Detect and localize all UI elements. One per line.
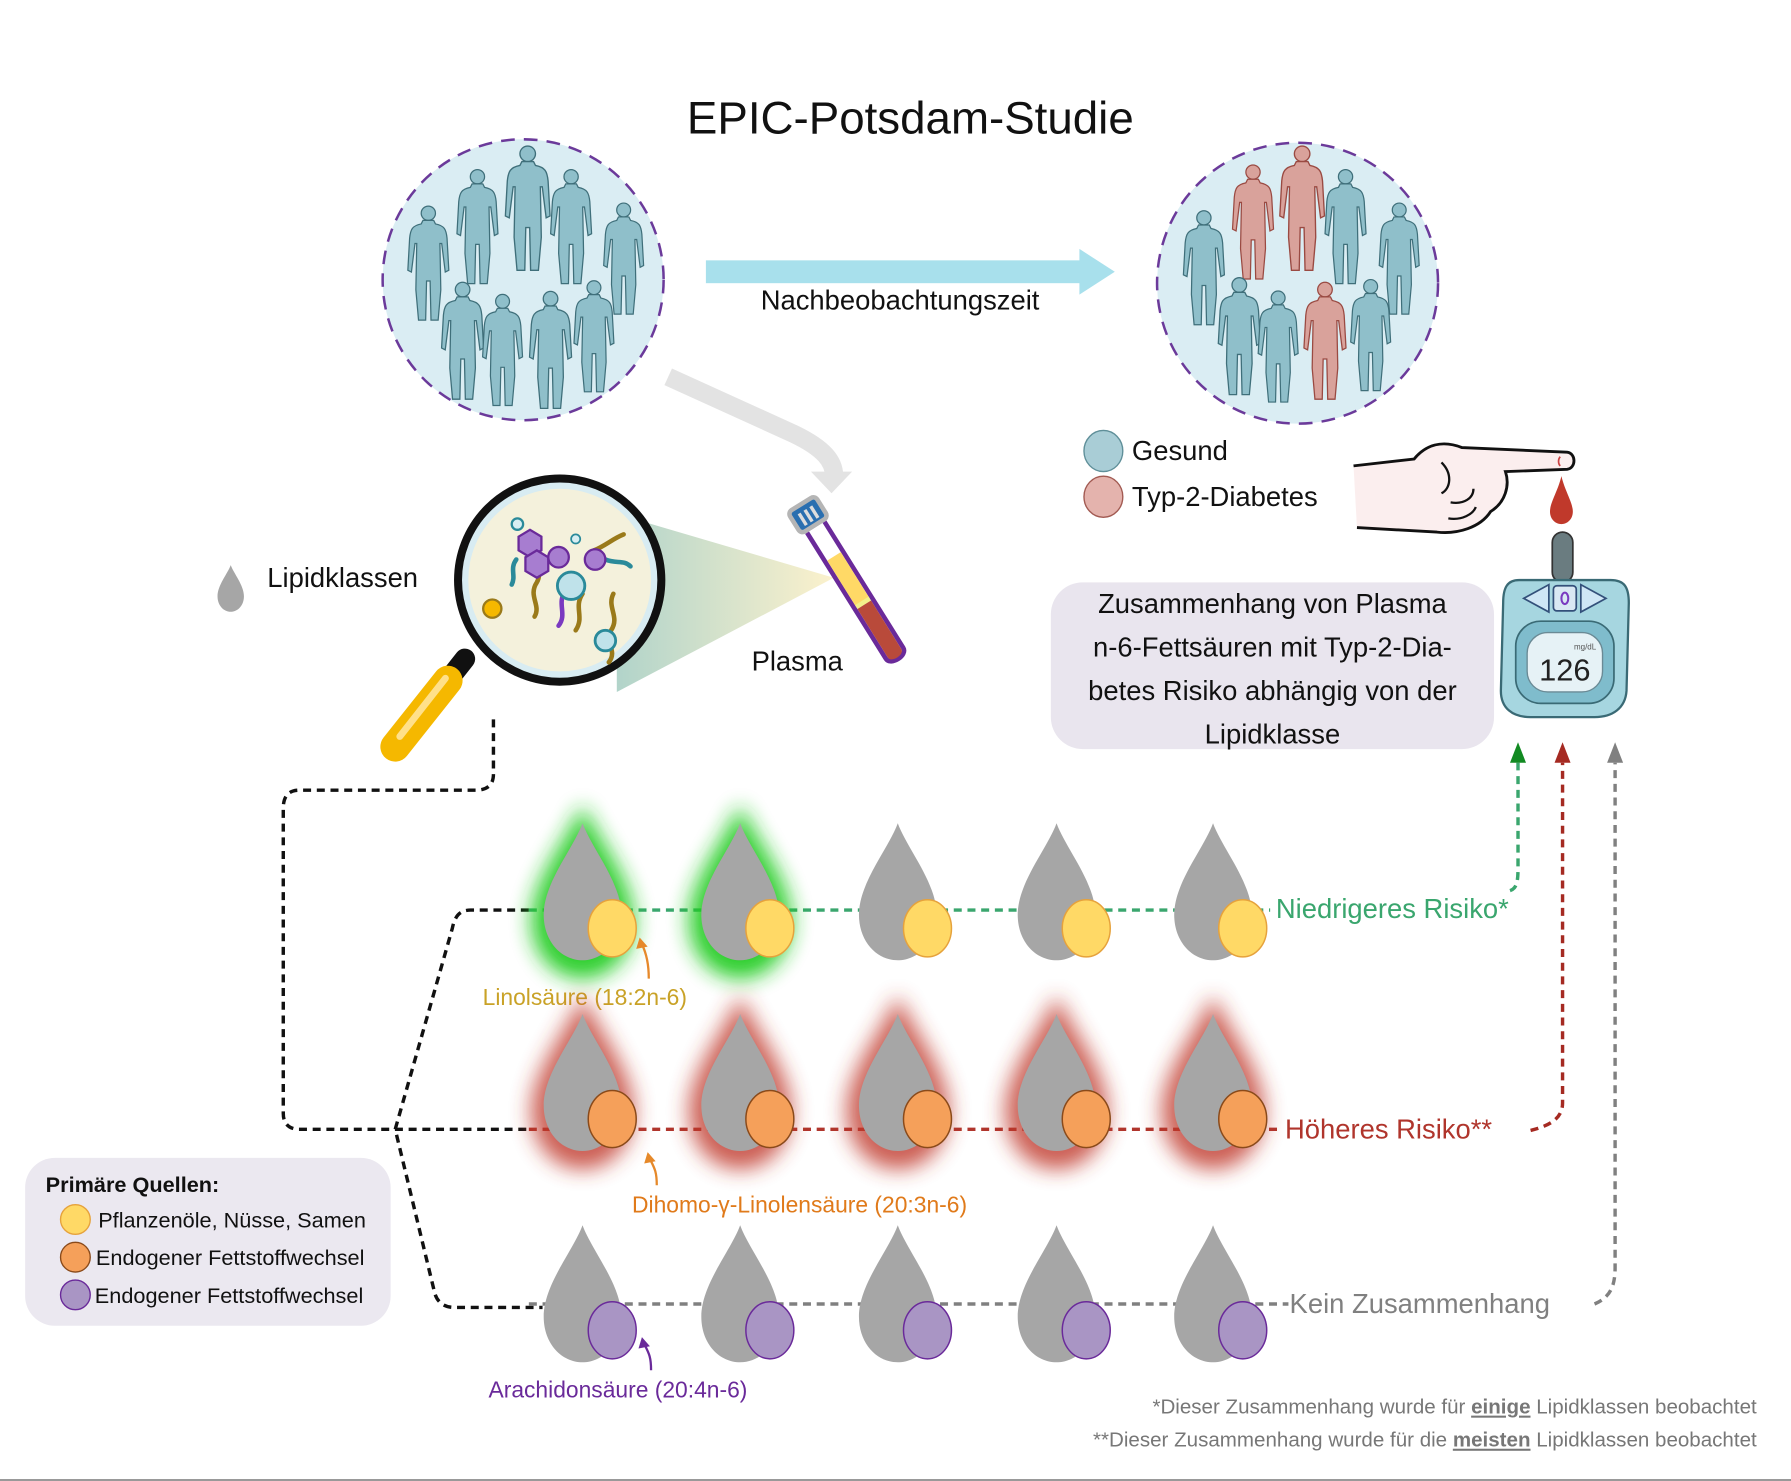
lipid-class-drop — [1174, 1225, 1268, 1363]
summary-line-1: Zusammenhang von Plasma — [1098, 588, 1447, 619]
fatty-acid-dot — [1218, 899, 1268, 958]
summary-box: Zusammenhang von Plasma n-6-Fettsäuren m… — [1050, 582, 1495, 749]
pointer-arrowhead-icon — [644, 1152, 656, 1164]
finger-prick-hand-icon — [1353, 442, 1576, 534]
magnifier-icon — [380, 474, 666, 762]
healthy-swatch — [1083, 429, 1124, 473]
risk-connectors — [1509, 762, 1617, 1306]
summary-line-4: Lipidklasse — [1205, 718, 1341, 749]
glucose-meter: mg/dL 126 — [1499, 531, 1630, 719]
pointer-arrowhead-icon — [638, 1337, 650, 1349]
fatty-acid-label: Arachidonsäure (20:4n-6) — [488, 1377, 747, 1403]
power-icon — [1560, 591, 1570, 606]
sources-legend: Primäre Quellen: Pflanzenöle, Nüsse, Sam… — [25, 1157, 391, 1326]
lipid-class-drop — [1017, 823, 1111, 961]
lipid-class-drop — [1005, 994, 1111, 1170]
lipid-class-drop — [846, 994, 953, 1170]
fatty-acid-dot — [1061, 1089, 1111, 1149]
summary-line-2: n-6-Fettsäuren mit Typ-2-Dia- — [1093, 632, 1452, 663]
health-legend: Gesund Typ-2-Diabetes — [1083, 429, 1318, 518]
fatty-acid-dot — [1218, 1089, 1268, 1149]
summary-line-3: betes Risiko abhängig von der — [1088, 675, 1457, 706]
meter-reading: 126 — [1539, 653, 1590, 688]
footnote-some: *Dieser Zusammenhang wurde für einige Li… — [1152, 1396, 1757, 1419]
source-label-endogenous-1: Endogener Fettstoffwechsel — [96, 1245, 364, 1270]
fatty-acid-dot — [902, 899, 953, 958]
connector-lines — [281, 719, 543, 1310]
blood-drop-icon — [1549, 476, 1573, 525]
lipid-class-drop — [688, 994, 795, 1170]
lipid-row: Niedrigeres Risiko*Linolsäure (18:2n-6) — [483, 803, 1509, 1010]
pointer-arrow-icon — [643, 1343, 653, 1371]
source-swatch-plant — [59, 1203, 91, 1236]
source-label-endogenous-2: Endogener Fettstoffwechsel — [95, 1283, 363, 1308]
fatty-acid-dot — [902, 1300, 953, 1360]
fatty-acid-label: Dihomo-γ-Linolensäure (20:3n-6) — [632, 1192, 967, 1218]
lipid-class-drop — [531, 994, 637, 1170]
meter-left-button — [1521, 583, 1550, 614]
diabetes-label: Typ-2-Diabetes — [1132, 481, 1318, 512]
followup-cohort — [1155, 141, 1440, 425]
diabetes-swatch — [1083, 475, 1124, 518]
lipid-class-drop — [858, 823, 953, 961]
lipid-row: Höheres Risiko** Dihomo-γ-Linolensäure (2… — [528, 994, 1492, 1218]
plasma-tube-icon — [787, 495, 907, 664]
magnifier-beam — [616, 513, 834, 692]
lipid-class-drop-icon — [217, 565, 244, 612]
lipid-class-drop — [531, 803, 637, 979]
pointer-arrow-icon — [648, 1158, 658, 1186]
lipid-class-drop — [858, 1225, 953, 1363]
lipid-class-drop — [688, 803, 795, 979]
meter-unit: mg/dL — [1574, 643, 1597, 652]
pointer-arrowhead-icon — [636, 937, 648, 949]
sampling-arrow — [664, 368, 853, 494]
lipid-class-drop — [701, 1225, 795, 1363]
source-label-plant: Pflanzenöle, Nüsse, Samen — [98, 1208, 366, 1233]
risk-outcome-label: Niedrigeres Risiko* — [1276, 893, 1509, 924]
fatty-acid-dot — [1061, 899, 1111, 958]
fatty-acid-dot — [745, 899, 795, 958]
fatty-acid-dot — [1218, 1300, 1268, 1360]
baseline-cohort — [381, 138, 665, 422]
risk-outcome-label: Kein Zusammenhang — [1290, 1288, 1550, 1319]
fatty-acid-dot — [587, 899, 637, 958]
arrowhead-no-association — [1607, 742, 1624, 763]
lipid-rows: Niedrigeres Risiko*Linolsäure (18:2n-6)H… — [483, 803, 1550, 1403]
fatty-acid-dot — [902, 1089, 953, 1149]
footnote-most: **Dieser Zusammenhang wurde für die meis… — [1093, 1429, 1757, 1452]
fatty-acid-dot — [587, 1300, 637, 1360]
arrowhead-higher-risk — [1554, 742, 1571, 763]
source-swatch-endogenous-1 — [59, 1241, 91, 1273]
fatty-acid-dot — [1061, 1300, 1111, 1360]
fatty-acid-dot — [587, 1089, 637, 1149]
source-swatch-endogenous-2 — [59, 1279, 91, 1311]
lipid-class-drop — [1161, 994, 1268, 1170]
diagram-title: EPIC-Potsdam-Studie — [687, 93, 1134, 144]
plasma-label: Plasma — [752, 645, 844, 676]
risk-outcome-label: Höheres Risiko** — [1285, 1113, 1492, 1144]
fatty-acid-dot — [745, 1300, 795, 1360]
lipid-classes-label: Lipidklassen — [267, 562, 418, 593]
followup-label: Nachbeobachtungszeit — [761, 284, 1040, 315]
arrowhead-lower-risk — [1510, 742, 1527, 763]
lipid-class-drop — [1017, 1225, 1111, 1363]
fatty-acid-dot — [745, 1089, 795, 1149]
bottom-border — [0, 1479, 1791, 1481]
lipid-class-drop — [543, 1225, 637, 1363]
healthy-label: Gesund — [1132, 435, 1228, 466]
followup-arrow — [705, 248, 1115, 295]
meter-right-button — [1579, 583, 1608, 614]
sources-legend-title: Primäre Quellen: — [46, 1172, 220, 1197]
lipid-class-drop — [1174, 823, 1268, 961]
pointer-arrow-icon — [640, 943, 650, 979]
